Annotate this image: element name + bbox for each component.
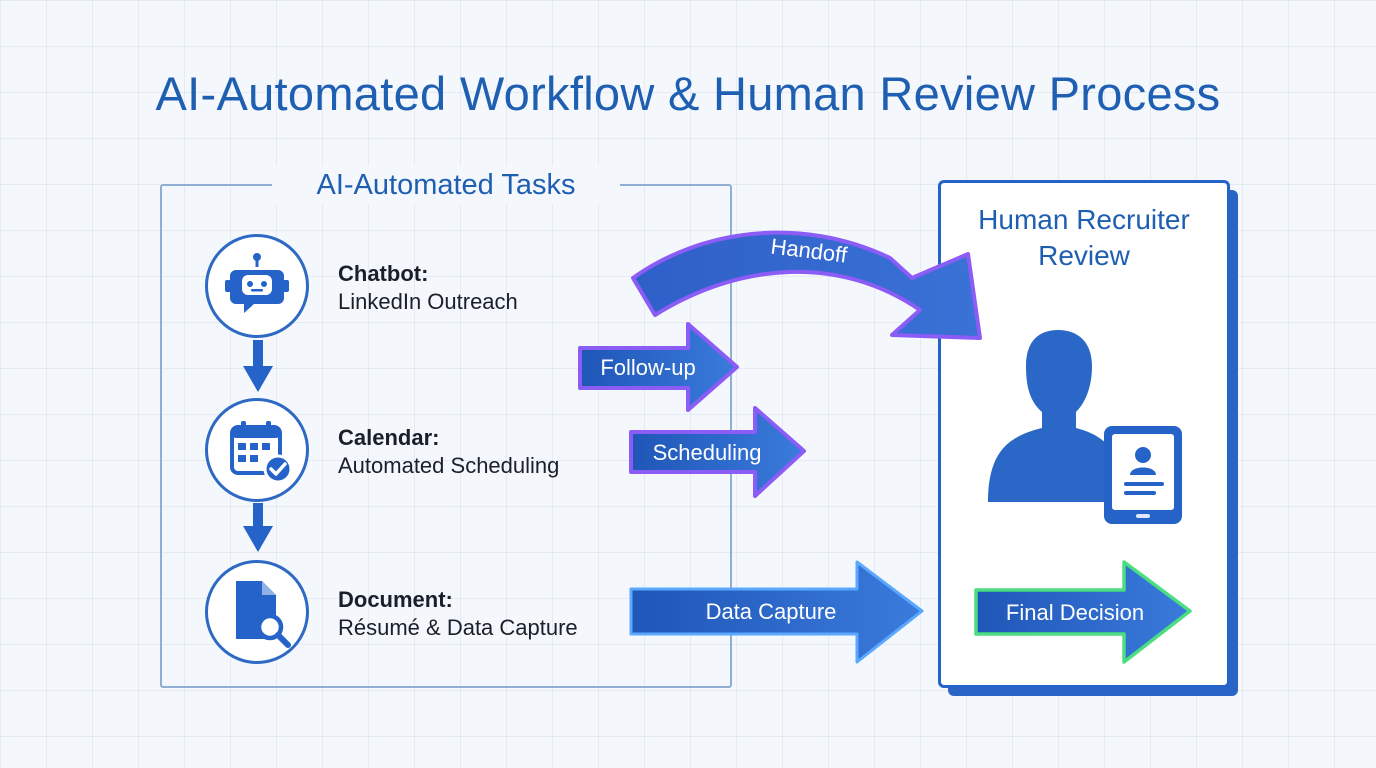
- task-calendar-title: Calendar:: [338, 425, 440, 450]
- handoff-arrow: Handoff: [631, 230, 982, 340]
- human-review-title-line1: Human Recruiter: [978, 204, 1190, 235]
- human-review-title-line2: Review: [1038, 240, 1130, 271]
- human-review-title: Human Recruiter Review: [940, 202, 1228, 274]
- down-arrow-1: [243, 340, 273, 392]
- task-chatbot-description: LinkedIn Outreach: [338, 289, 518, 314]
- follow-up-arrow: Follow-up: [578, 322, 739, 412]
- task-document-title: Document:: [338, 587, 453, 612]
- scheduling-arrow: Scheduling: [629, 406, 806, 498]
- scheduling-label: Scheduling: [653, 440, 762, 465]
- down-arrow-2: [243, 503, 273, 552]
- chatbot-icon: [225, 253, 289, 313]
- final-decision-arrow: Final Decision: [974, 560, 1192, 664]
- calendar-icon-circle: [205, 398, 309, 502]
- task-document-description: Résumé & Data Capture: [338, 615, 578, 640]
- follow-up-label: Follow-up: [600, 355, 695, 380]
- task-chatbot: Chatbot: LinkedIn Outreach: [338, 260, 518, 316]
- final-decision-label: Final Decision: [1006, 600, 1144, 625]
- task-document: Document: Résumé & Data Capture: [338, 586, 578, 642]
- task-calendar: Calendar: Automated Scheduling: [338, 424, 559, 480]
- document-icon-circle: [205, 560, 309, 664]
- calendar-check-icon: [230, 421, 293, 484]
- data-capture-arrow: Data Capture: [629, 560, 924, 664]
- document-search-icon: [236, 581, 291, 648]
- task-calendar-description: Automated Scheduling: [338, 453, 560, 478]
- chatbot-icon-circle: [205, 234, 309, 338]
- task-chatbot-title: Chatbot:: [338, 261, 429, 286]
- ai-tasks-title: AI-Automated Tasks: [272, 166, 620, 204]
- page-title: AI-Automated Workflow & Human Review Pro…: [155, 67, 1221, 120]
- data-capture-label: Data Capture: [706, 599, 837, 624]
